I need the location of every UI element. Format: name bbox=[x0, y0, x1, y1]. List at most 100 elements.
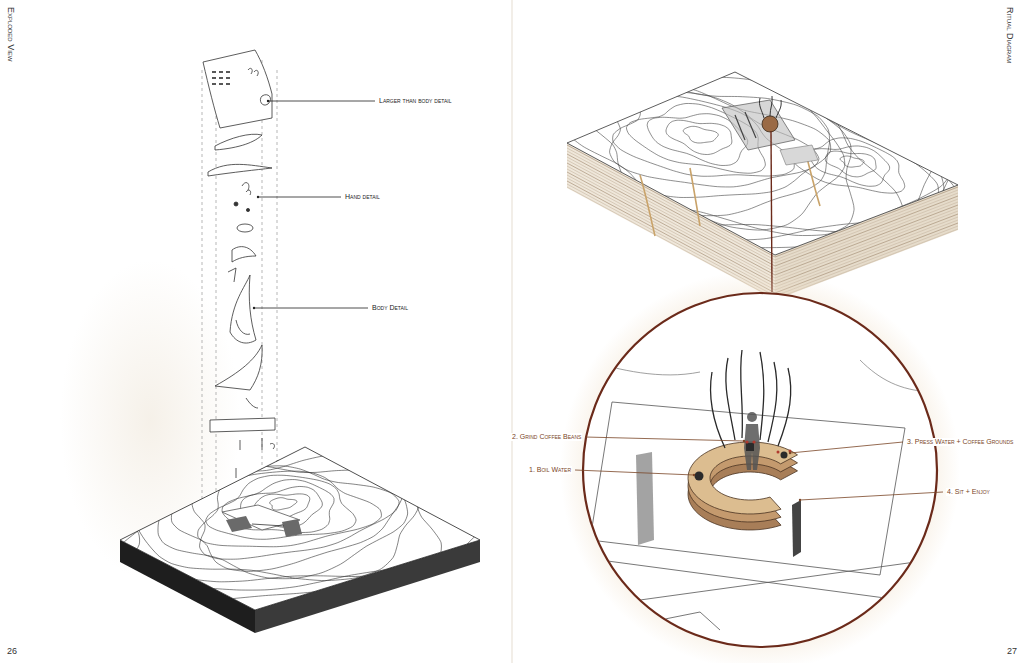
contour-line bbox=[198, 471, 382, 547]
contour-line bbox=[137, 442, 420, 580]
contour-line bbox=[809, 146, 890, 186]
fragment bbox=[215, 134, 262, 150]
leader-line bbox=[268, 101, 375, 102]
leader-line bbox=[800, 492, 943, 500]
contour-line bbox=[79, 424, 496, 627]
ring-piece bbox=[237, 224, 253, 232]
contour-line bbox=[270, 498, 297, 510]
contour-line bbox=[546, 77, 845, 230]
contour-line bbox=[222, 480, 334, 533]
leader-dot bbox=[693, 474, 695, 476]
terrain-top bbox=[567, 72, 958, 255]
contour-line bbox=[504, 49, 903, 232]
plan-line bbox=[600, 560, 930, 630]
kettle bbox=[695, 472, 704, 481]
zoom-leader bbox=[771, 131, 772, 292]
hand-piece bbox=[246, 208, 249, 211]
page-heading: Ritual Diagram bbox=[1005, 6, 1015, 64]
contour-line bbox=[95, 432, 508, 619]
building-line bbox=[735, 112, 756, 140]
press bbox=[781, 452, 788, 459]
contour-line bbox=[840, 156, 864, 167]
contours bbox=[397, 0, 1024, 300]
dashed-line bbox=[277, 70, 278, 515]
contour-line bbox=[519, 60, 855, 235]
grinder bbox=[746, 443, 754, 451]
step-label: 3. Press Water + Coffee Grounds bbox=[906, 438, 1014, 446]
body-piece bbox=[236, 320, 250, 334]
page-fold bbox=[511, 0, 513, 663]
projection-lines bbox=[202, 60, 277, 530]
branch bbox=[760, 352, 764, 440]
roof-plane bbox=[780, 145, 818, 165]
roof-figure bbox=[248, 68, 258, 76]
contour-line bbox=[415, 19, 951, 301]
fragment bbox=[240, 438, 274, 450]
contour-line bbox=[61, 404, 511, 628]
inset-content bbox=[585, 350, 930, 630]
contour-line bbox=[683, 126, 718, 143]
leader-line bbox=[254, 308, 368, 309]
dashed-line bbox=[262, 60, 263, 525]
contour-line bbox=[450, 41, 944, 293]
exploded-pieces bbox=[203, 50, 282, 478]
contour-line bbox=[825, 151, 876, 177]
leader-dot bbox=[267, 100, 269, 102]
site-mass bbox=[226, 516, 252, 532]
contour-line bbox=[117, 438, 442, 582]
page-heading: Exploded View bbox=[6, 6, 16, 63]
bean-dot bbox=[752, 440, 755, 443]
contour-line bbox=[462, 35, 939, 274]
inset-circle bbox=[583, 293, 937, 647]
branch bbox=[778, 368, 791, 446]
detail-label: Hand detail bbox=[344, 193, 381, 201]
fragment bbox=[208, 164, 272, 176]
wall-panel bbox=[792, 500, 801, 557]
leader-line bbox=[790, 442, 903, 453]
body-piece bbox=[230, 275, 256, 343]
glass-volume bbox=[722, 100, 795, 150]
branch bbox=[726, 358, 735, 440]
contour-line bbox=[406, 0, 1024, 291]
site-mass bbox=[282, 519, 302, 537]
hand-piece bbox=[234, 202, 238, 206]
branch bbox=[768, 362, 777, 442]
bean-dot bbox=[777, 451, 780, 454]
fragment bbox=[228, 268, 236, 282]
contour-line bbox=[511, 47, 938, 240]
floor-sheet bbox=[210, 418, 275, 432]
person bbox=[744, 424, 760, 470]
curl-detail bbox=[260, 95, 270, 105]
page-number: 26 bbox=[6, 646, 18, 656]
contour-line bbox=[489, 41, 953, 248]
inset-glow bbox=[560, 270, 960, 663]
leader-dot bbox=[743, 440, 745, 442]
bench bbox=[688, 442, 797, 530]
leader-dot bbox=[789, 452, 791, 454]
contour-line bbox=[397, 3, 1003, 292]
person bbox=[747, 412, 757, 422]
site-building bbox=[222, 505, 302, 537]
page-number: 27 bbox=[1006, 646, 1018, 656]
fragment bbox=[246, 398, 258, 408]
contour-line bbox=[583, 83, 831, 197]
contours bbox=[34, 396, 520, 629]
contour-line bbox=[613, 96, 795, 177]
contour-line bbox=[206, 475, 356, 539]
branches bbox=[711, 350, 791, 448]
leader-dot bbox=[257, 196, 259, 198]
contour-line bbox=[34, 396, 520, 622]
hand-piece bbox=[242, 183, 251, 195]
bench-layer bbox=[688, 442, 797, 514]
ritual-seat bbox=[762, 116, 778, 132]
contour-line bbox=[563, 79, 830, 216]
site-line bbox=[252, 524, 284, 526]
fragment bbox=[232, 247, 256, 262]
step-label: 2. Grind Coffee Beans bbox=[511, 433, 582, 441]
branch bbox=[711, 372, 725, 448]
contour-line bbox=[585, 360, 930, 392]
branch bbox=[759, 96, 781, 118]
